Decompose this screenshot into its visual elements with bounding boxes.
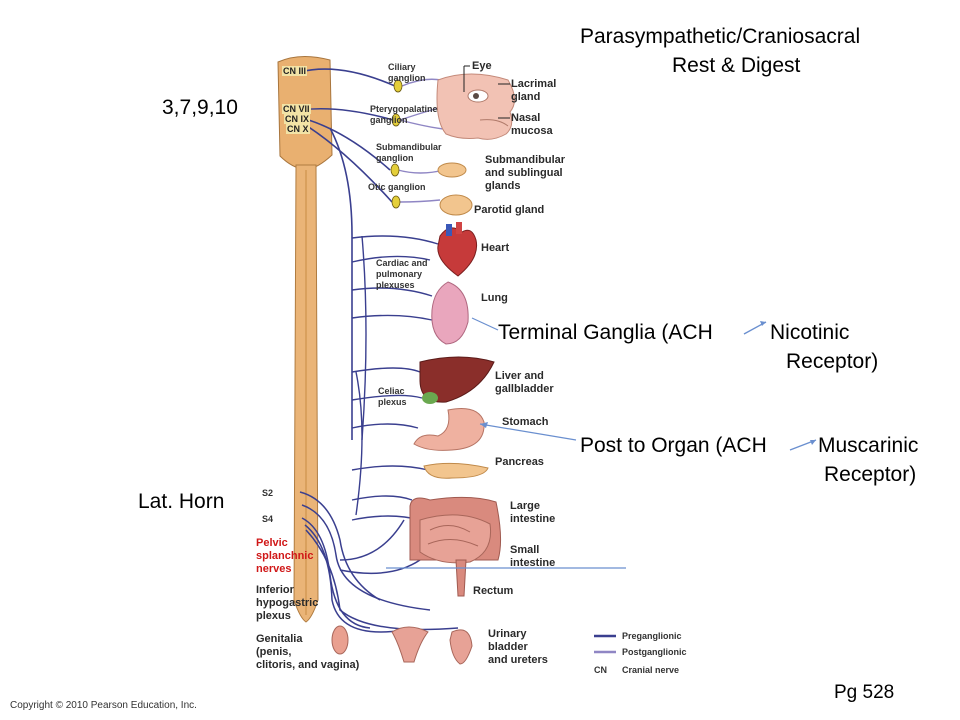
uterus-illustration <box>391 626 429 663</box>
nicotinic-receptor-note: Receptor) <box>786 350 879 373</box>
small-intestine-illustration <box>419 514 492 564</box>
cranial-numbers: 3,7,9,10 <box>162 96 238 119</box>
eye-label: Eye <box>472 60 492 72</box>
heart-label: Heart <box>481 242 510 254</box>
copyright: Copyright © 2010 Pearson Education, Inc. <box>10 700 197 711</box>
lacrimal-gland-label: Lacrimal gland <box>511 78 557 103</box>
submandibular-ganglion-label: Submandibular ganglion <box>376 142 442 163</box>
lung-illustration <box>431 281 469 345</box>
cardiac-plexus-label: Cardiac and pulmonary plexuses <box>376 258 428 290</box>
cn-vii-label: CN VII <box>282 104 311 114</box>
otic-ganglion-label: Otic ganglion <box>368 182 426 192</box>
submandibular-glands-label: Submandibular and sublingual glands <box>485 154 566 192</box>
pancreas-illustration <box>423 462 489 479</box>
genitalia-label: Genitalia (penis, clitoris, and vagina) <box>256 633 360 671</box>
page-number: Pg 528 <box>834 682 895 703</box>
parotid-gland-label: Parotid gland <box>474 204 545 216</box>
legend-cranial-nerve-text: Cranial nerve <box>622 665 680 675</box>
pterygopalatine-ganglion-label: Pterygopalatine ganglion <box>370 104 438 125</box>
small-intestine-label: Small intestine <box>510 544 556 569</box>
celiac-plexus-label: Celiac plexus <box>378 386 407 407</box>
terminal-ganglia-note: Terminal Ganglia (ACH <box>498 321 713 344</box>
nicotinic-note: Nicotinic <box>770 321 850 344</box>
s2-label: S2 <box>262 488 274 498</box>
urinary-bladder-label: Urinary bladder and ureters <box>488 628 548 666</box>
pancreas-label: Pancreas <box>495 456 544 468</box>
lung-label: Lung <box>481 292 508 304</box>
lat-horn-note: Lat. Horn <box>138 490 225 513</box>
muscarinic-receptor-note: Receptor) <box>824 463 917 486</box>
head-outline <box>436 73 515 140</box>
rectum-label: Rectum <box>473 585 514 597</box>
legend-preganglionic-text: Preganglionic <box>622 631 682 641</box>
pelvic-splanchnic-label: Pelvic splanchnic nerves <box>256 537 314 575</box>
liver-label: Liver and gallbladder <box>495 370 554 395</box>
cn-iii-label: CN III <box>282 66 308 76</box>
stomach-label: Stomach <box>502 416 549 428</box>
rectum-illustration <box>455 559 467 597</box>
title-line1: Parasympathetic/Craniosacral <box>580 25 861 48</box>
cn-x-label: CN X <box>286 124 310 134</box>
stomach-illustration <box>413 408 485 451</box>
legend-cn-key: CN <box>594 665 607 675</box>
genitalia-illustration <box>331 625 349 655</box>
large-intestine-label: Large intestine <box>510 500 556 525</box>
cn-ix-label: CN IX <box>284 114 311 124</box>
s4-label: S4 <box>262 514 274 524</box>
muscarinic-note: Muscarinic <box>818 434 919 457</box>
heart-illustration <box>437 227 478 277</box>
title-line2: Rest & Digest <box>672 54 801 77</box>
urinary-bladder-illustration <box>449 629 473 665</box>
inferior-hypogastric-label: Inferior hypogastric plexus <box>256 584 319 622</box>
legend-postganglionic-text: Postganglionic <box>622 647 687 657</box>
post-to-organ-note: Post to Organ (ACH <box>580 434 767 457</box>
nasal-mucosa-label: Nasal mucosa <box>511 112 553 137</box>
ciliary-ganglion-label: Ciliary ganglion <box>388 62 426 83</box>
